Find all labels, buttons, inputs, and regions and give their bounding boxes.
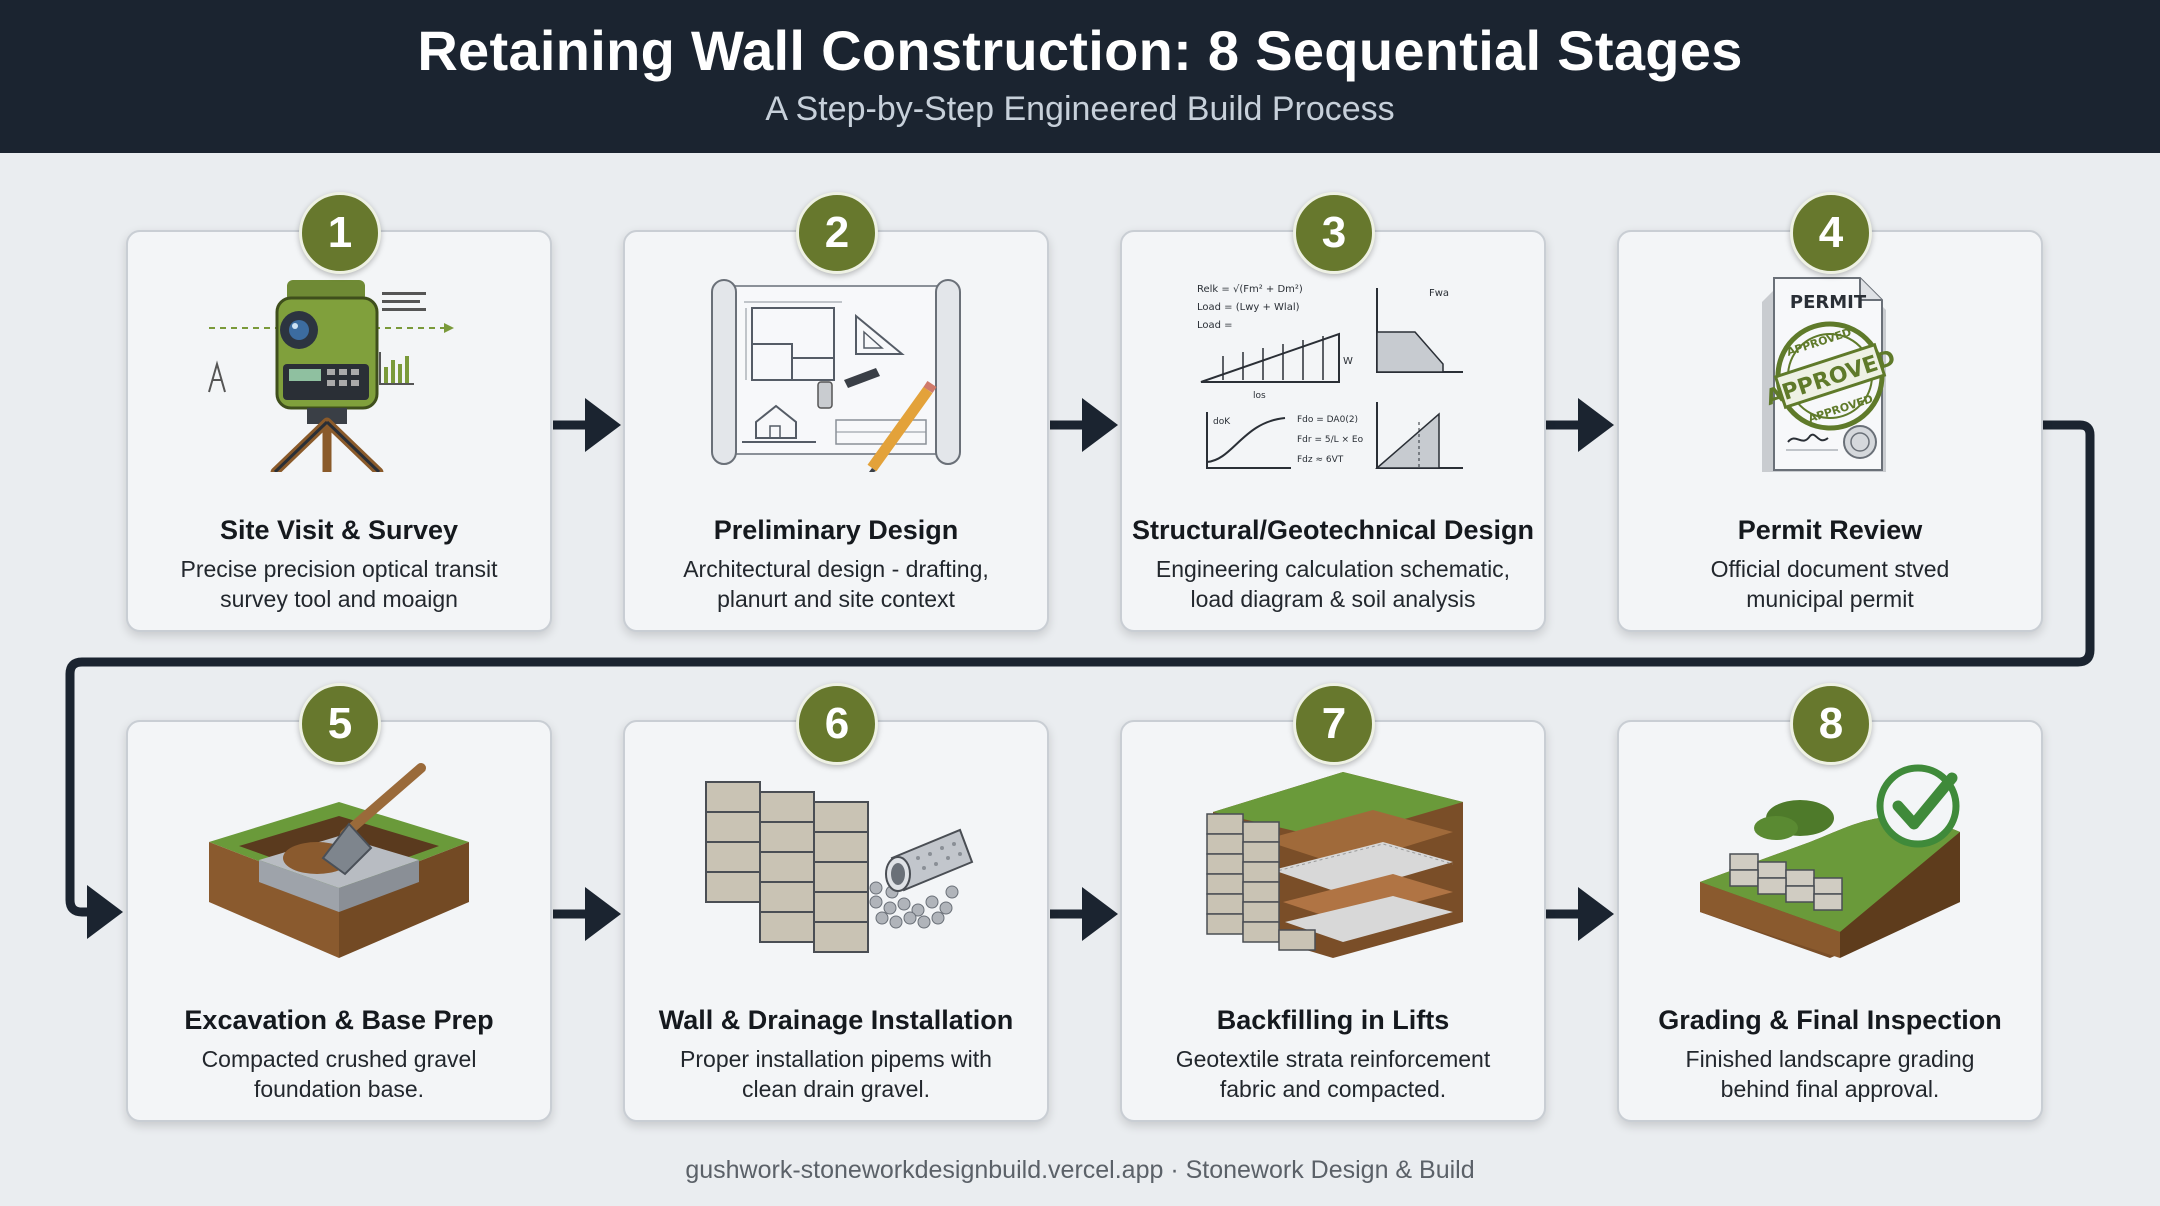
step-description-line-2: clean drain gravel. <box>742 1076 930 1102</box>
step-card-4: PERMIT APPROVED APPROVED APPROVED Permit… <box>1617 230 2043 632</box>
equation-label: Load = <box>1197 320 1233 331</box>
step-description: Geotextile strata reinforcement fabric a… <box>1142 1044 1524 1104</box>
step-description-line-2: fabric and compacted. <box>1219 1076 1447 1102</box>
step-number-badge-7: 7 <box>1293 683 1375 765</box>
step-title: Excavation & Base Prep <box>184 1005 494 1035</box>
connector-4-to-5 <box>65 420 2095 939</box>
step-card-3: Relk = √(Fm² + Dm²) Load = (Lwy + Wlal) … <box>1120 230 1546 632</box>
step-description: Proper installation pipems with clean dr… <box>645 1044 1027 1104</box>
equation-label: Fdo = DA0(2) <box>1297 415 1358 425</box>
diagram-label: Fwa <box>1429 288 1449 299</box>
step-title: Wall & Drainage Installation <box>658 1005 1014 1035</box>
step-description-line-1: Architectural design - drafting, <box>683 556 989 582</box>
page-subtitle: A Step-by-Step Engineered Build Process <box>765 90 1395 128</box>
footer-credit: gushwork-stoneworkdesignbuild.vercel.app… <box>685 1156 1475 1184</box>
step-description-line-1: Finished landscapre grading <box>1685 1046 1975 1072</box>
equation-label: Relk = √(Fm² + Dm²) <box>1197 284 1303 295</box>
step-title: Backfilling in Lifts <box>1216 1005 1450 1035</box>
step-description: Architectural design - drafting, planurt… <box>645 554 1027 614</box>
step-description-line-1: Engineering calculation schematic, <box>1155 556 1511 582</box>
step-description-line-1: Official document stved <box>1710 556 1950 582</box>
step-number-badge-5: 5 <box>299 683 381 765</box>
step-number-badge-2: 2 <box>796 192 878 274</box>
step-description-line-2: behind final approval. <box>1720 1076 1940 1102</box>
header-bar: Retaining Wall Construction: 8 Sequentia… <box>0 0 2160 153</box>
diagram-label: doK <box>1213 417 1231 427</box>
permit-document-icon: PERMIT APPROVED APPROVED APPROVED <box>1762 277 1899 472</box>
step-card-5: Excavation & Base Prep Compacted crushed… <box>126 720 552 1122</box>
step-card-2: Preliminary Design Architectural design … <box>623 230 1049 632</box>
step-title: Permit Review <box>1737 515 1923 545</box>
engineering-calculation-icon: Relk = √(Fm² + Dm²) Load = (Lwy + Wlal) … <box>1197 284 1463 469</box>
diagram-label: los <box>1253 391 1266 401</box>
step-description-line-1: Geotextile strata reinforcement <box>1175 1046 1491 1072</box>
step-description-line-2: survey tool and moaign <box>220 586 458 612</box>
step-description-line-2: load diagram & soil analysis <box>1190 586 1476 612</box>
step-description-line-2: planurt and site context <box>717 586 955 612</box>
step-description-line-2: municipal permit <box>1746 586 1914 612</box>
blueprint-icon <box>711 279 961 472</box>
step-description: Engineering calculation schematic, load … <box>1142 554 1524 614</box>
step-title: Preliminary Design <box>713 515 959 545</box>
equation-label: Fdr = 5/L × Eo <box>1297 435 1364 445</box>
step-card-1: Site Visit & Survey Precise precision op… <box>126 230 552 632</box>
equation-label: Fdz ≈ 6VT <box>1297 455 1344 465</box>
step-description-line-1: Proper installation pipems with <box>680 1046 992 1072</box>
survey-instrument-icon <box>208 280 454 472</box>
step-number-badge-1: 1 <box>299 192 381 274</box>
step-title: Structural/Geotechnical Design <box>1131 515 1535 545</box>
step-description: Precise precision optical transit survey… <box>148 554 530 614</box>
step-number-badge-4: 4 <box>1790 192 1872 274</box>
page-title: Retaining Wall Construction: 8 Sequentia… <box>417 19 1743 82</box>
step-description: Official document stved municipal permit <box>1639 554 2021 614</box>
step-number-badge-6: 6 <box>796 683 878 765</box>
step-description-line-2: foundation base. <box>253 1076 425 1102</box>
step-number-badge-8: 8 <box>1790 683 1872 765</box>
step-title: Grading & Final Inspection <box>1658 1005 2002 1035</box>
permit-heading: PERMIT <box>1790 292 1867 313</box>
backfill-layers-icon <box>1206 772 1463 958</box>
step-card-8: Grading & Final Inspection Finished land… <box>1617 720 2043 1122</box>
checkmark-landscape-icon <box>1700 764 1960 958</box>
step-description: Finished landscapre grading behind final… <box>1639 1044 2021 1104</box>
step-title: Site Visit & Survey <box>219 515 459 545</box>
step-description-line-1: Precise precision optical transit <box>180 556 498 582</box>
wall-blocks-drain-pipe-icon <box>705 781 974 953</box>
equation-label: Load = (Lwy + Wlal) <box>1197 302 1300 313</box>
step-card-6: Wall & Drainage Installation Proper inst… <box>623 720 1049 1122</box>
diagram-label: W <box>1343 356 1353 367</box>
step-description: Compacted crushed gravel foundation base… <box>148 1044 530 1104</box>
excavation-shovel-icon <box>209 763 469 958</box>
step-card-7: Backfilling in Lifts Geotextile strata r… <box>1120 720 1546 1122</box>
step-number-badge-3: 3 <box>1293 192 1375 274</box>
step-description-line-1: Compacted crushed gravel <box>201 1046 477 1072</box>
